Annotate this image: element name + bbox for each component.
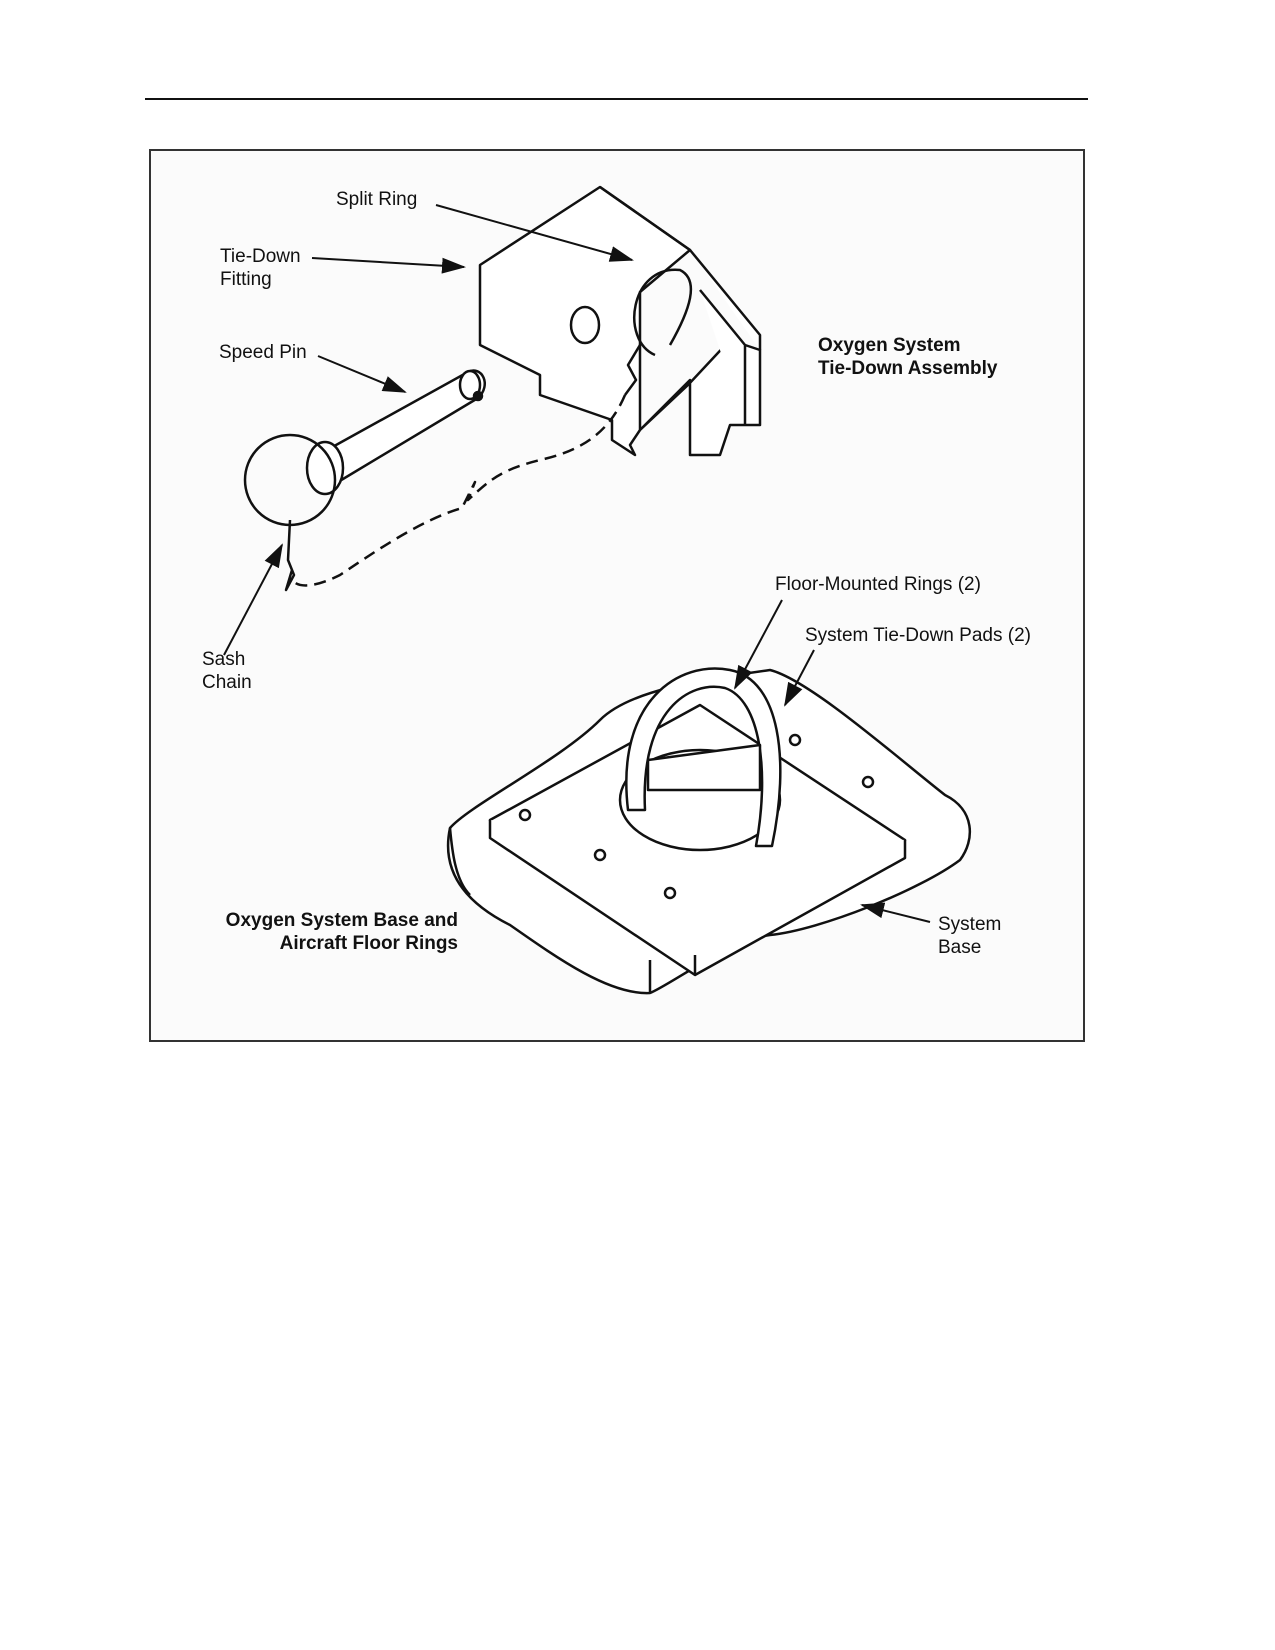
header-rule <box>145 98 1088 100</box>
title-tie-down-assembly: Oxygen System Tie-Down Assembly <box>818 335 998 379</box>
label-tie-down-fitting: Tie-Down Fitting <box>220 246 301 290</box>
label-split-ring: Split Ring <box>336 189 418 210</box>
label-tie-down-pads: System Tie-Down Pads (2) <box>805 625 1031 646</box>
tie-down-fitting-drawing <box>478 185 762 457</box>
floor-ring-drawing <box>625 667 782 848</box>
title-base-floor-rings: Oxygen System Base and Aircraft Floor Ri… <box>225 910 458 954</box>
label-floor-rings: Floor-Mounted Rings (2) <box>775 574 981 595</box>
system-base-drawing <box>446 668 972 995</box>
speed-pin-drawing <box>243 369 486 527</box>
sash-chain-drawing <box>284 519 296 592</box>
split-ring-drawing <box>633 268 693 357</box>
label-system-base: System Base <box>938 914 1002 958</box>
label-speed-pin: Speed Pin <box>219 342 307 363</box>
callout-arrows <box>223 204 931 923</box>
label-sash-chain: Sash Chain <box>202 649 252 693</box>
